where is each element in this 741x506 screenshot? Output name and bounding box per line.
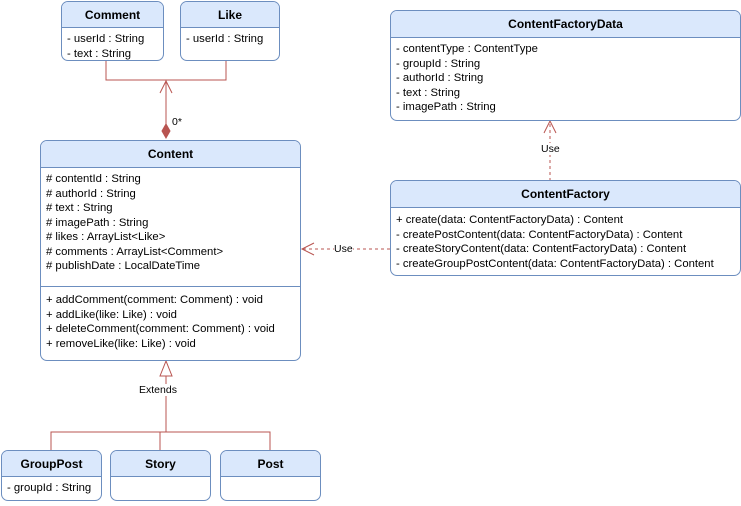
class-content-methods: + addComment(comment: Comment) : void + … <box>41 286 300 354</box>
attribute: # authorId : String <box>46 187 136 200</box>
method: - createGroupPostContent(data: ContentFa… <box>396 257 714 270</box>
attribute: - userId : String <box>67 33 145 45</box>
method: + removeLike(like: Like) : void <box>46 337 196 350</box>
class-comment-name: Comment <box>62 2 163 28</box>
attribute: - text : String <box>67 47 132 60</box>
class-post: Post <box>220 450 321 501</box>
class-content-factory-data-attributes: - contentType : ContentType - groupId : … <box>391 38 740 118</box>
class-content-factory: ContentFactory + create(data: ContentFac… <box>390 180 741 276</box>
class-comment: Comment - userId : String - text : Strin… <box>61 1 164 61</box>
class-post-name: Post <box>221 451 320 477</box>
class-content-factory-data: ContentFactoryData - contentType : Conte… <box>390 10 741 121</box>
class-content-name: Content <box>41 141 300 168</box>
attribute: - imagePath : String <box>396 101 496 113</box>
inheritance-triangle <box>159 359 173 377</box>
use-dependency-arrowhead <box>543 119 557 134</box>
use-content-arrowhead <box>300 242 315 256</box>
class-group-post-attributes: - groupId : String <box>2 477 101 499</box>
use-factory-data-label: Use <box>541 143 560 155</box>
attribute: # contentId : String <box>46 173 141 185</box>
class-like-name: Like <box>181 2 279 28</box>
attribute: - contentType : ContentType <box>396 43 538 55</box>
class-story-name: Story <box>111 451 210 477</box>
class-like-attributes: - userId : String <box>181 28 279 50</box>
multiplicity-label: 0* <box>172 116 182 128</box>
class-content: Content # contentId : String # authorId … <box>40 140 301 361</box>
extends-label: Extends <box>139 384 177 396</box>
class-group-post-name: GroupPost <box>2 451 101 477</box>
class-story: Story <box>110 450 211 501</box>
method: + addLike(like: Like) : void <box>46 308 177 321</box>
class-content-factory-methods: + create(data: ContentFactoryData) : Con… <box>391 208 740 274</box>
open-arrowhead <box>159 79 173 94</box>
method: - createStoryContent(data: ContentFactor… <box>396 243 687 255</box>
class-group-post: GroupPost - groupId : String <box>1 450 102 501</box>
attribute: # likes : ArrayList<Like> <box>46 231 166 243</box>
method: + deleteComment(comment: Comment) : void <box>46 323 275 335</box>
class-like: Like - userId : String <box>180 1 280 61</box>
attribute: - userId : String <box>186 33 264 45</box>
class-content-factory-name: ContentFactory <box>391 181 740 208</box>
composition-diamond <box>161 122 171 140</box>
attribute: - groupId : String <box>396 57 481 70</box>
attribute: # imagePath : String <box>46 216 149 229</box>
class-comment-attributes: - userId : String - text : String <box>62 28 163 60</box>
class-content-attributes: # contentId : String # authorId : String… <box>41 168 300 286</box>
attribute: - text : String <box>396 86 461 99</box>
attribute: # publishDate : LocalDateTime <box>46 260 201 272</box>
method: - createPostContent(data: ContentFactory… <box>396 228 683 241</box>
use-content-label: Use <box>334 243 353 255</box>
attribute: # text : String <box>46 202 113 214</box>
method: + addComment(comment: Comment) : void <box>46 294 263 306</box>
method: + create(data: ContentFactoryData) : Con… <box>396 214 623 226</box>
attribute: - authorId : String <box>396 72 484 84</box>
class-content-factory-data-name: ContentFactoryData <box>391 11 740 38</box>
composition-connector <box>105 60 227 81</box>
attribute: - groupId : String <box>7 482 92 494</box>
attribute: # comments : ArrayList<Comment> <box>46 245 224 258</box>
